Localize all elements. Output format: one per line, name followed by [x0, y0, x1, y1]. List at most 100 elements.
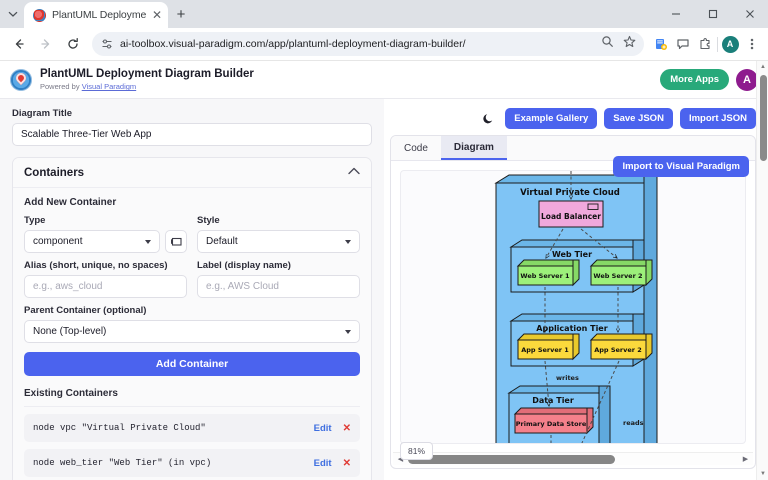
- delete-container-icon[interactable]: ✕: [342, 422, 351, 434]
- display-label: Label (display name): [197, 260, 291, 271]
- scroll-down-arrow-icon[interactable]: ▼: [760, 471, 766, 477]
- alias-label: Alias (short, unique, no spaces): [24, 260, 168, 271]
- svg-text:Primary Data Store: Primary Data Store: [516, 420, 587, 428]
- powered-by-text: Powered by: [40, 82, 82, 92]
- svg-text:Web Tier: Web Tier: [552, 250, 592, 259]
- page-scroll-thumb[interactable]: [759, 75, 767, 161]
- style-label: Style: [197, 215, 220, 226]
- container-list-item[interactable]: node web_tier "Web Tier" (in vpc) Edit ✕: [24, 449, 360, 477]
- visual-paradigm-link[interactable]: Visual Paradigm: [81, 82, 137, 92]
- svg-text:Application Tier: Application Tier: [536, 324, 607, 333]
- type-style-row: Type component Style Defaul: [24, 215, 360, 253]
- header-actions: More Apps A: [660, 68, 758, 91]
- close-icon[interactable]: ✕: [151, 8, 162, 22]
- edit-container-link[interactable]: Edit: [313, 422, 332, 434]
- chevron-up-icon[interactable]: [348, 167, 360, 178]
- extension-badge-icon[interactable]: [651, 32, 671, 56]
- page-scrollbar[interactable]: ▲ ▼: [756, 61, 768, 480]
- scroll-track[interactable]: [406, 454, 740, 464]
- svg-text:Virtual Private Cloud: Virtual Private Cloud: [520, 188, 620, 198]
- scroll-right-arrow-icon[interactable]: ▶: [742, 456, 749, 463]
- alias-label-row: Alias (short, unique, no spaces) e.g., a…: [24, 260, 360, 298]
- svg-text:Data Tier: Data Tier: [532, 396, 574, 405]
- comment-icon[interactable]: [673, 32, 693, 56]
- forward-icon: [33, 32, 58, 57]
- edit-container-link[interactable]: Edit: [313, 457, 332, 469]
- diagram-edges: [545, 171, 619, 443]
- node-primary-data-store: Primary Data Store: [513, 407, 594, 435]
- parent-container-select[interactable]: None (Top-level): [24, 320, 360, 343]
- type-select[interactable]: component: [24, 230, 160, 253]
- tab-search-icon[interactable]: [2, 1, 24, 27]
- container-list-item[interactable]: node vpc "Virtual Private Cloud" Edit ✕: [24, 414, 360, 442]
- left-form-panel: Diagram Title Scalable Three-Tier Web Ap…: [0, 99, 384, 480]
- site-settings-icon[interactable]: [101, 38, 113, 50]
- svg-text:App Server 2: App Server 2: [594, 346, 642, 354]
- edge-label-replication: replication: [557, 442, 597, 444]
- app-title: PlantUML Deployment Diagram Builder: [40, 67, 254, 80]
- omnibox-actions: [601, 35, 636, 53]
- profile-avatar[interactable]: A: [720, 32, 740, 56]
- right-preview-panel: Example Gallery Save JSON Import JSON Co…: [384, 99, 768, 480]
- bookmark-star-icon[interactable]: [623, 35, 636, 53]
- node-shape-icon[interactable]: [165, 230, 187, 253]
- browser-tab[interactable]: PlantUML Deployment Diagram ✕: [24, 2, 168, 28]
- puzzle-icon[interactable]: [695, 32, 715, 56]
- maximize-icon[interactable]: [694, 0, 731, 28]
- reload-icon[interactable]: [60, 32, 85, 57]
- containers-card-title: Containers: [24, 166, 85, 179]
- import-json-button[interactable]: Import JSON: [679, 107, 756, 129]
- address-bar[interactable]: ai-toolbox.visual-paradigm.com/app/plant…: [92, 32, 644, 56]
- menu-dots-icon[interactable]: [742, 32, 762, 56]
- example-gallery-button[interactable]: Example Gallery: [505, 107, 598, 129]
- toolbar-divider: [717, 36, 718, 52]
- zoom-level-badge[interactable]: 81%: [400, 442, 434, 460]
- diagram-horizontal-scrollbar[interactable]: ◀ ▶: [393, 452, 753, 465]
- browser-tab-strip: PlantUML Deployment Diagram ✕ +: [0, 0, 768, 28]
- diagram-title-label: Diagram Title: [12, 108, 73, 119]
- node-app-server-1: App Server 1: [516, 333, 580, 361]
- import-to-visual-paradigm-button[interactable]: Import to Visual Paradigm: [613, 156, 749, 177]
- diagram-title-input[interactable]: Scalable Three-Tier Web App: [12, 123, 372, 146]
- tab-favicon: [33, 8, 46, 22]
- edge-label-writes: writes: [556, 374, 579, 382]
- containers-card-body: Add New Container Type component: [13, 188, 371, 480]
- search-icon[interactable]: [601, 35, 614, 53]
- node-app-server-2: App Server 2: [589, 333, 653, 361]
- tab-code[interactable]: Code: [404, 142, 428, 154]
- main-columns: Diagram Title Scalable Three-Tier Web Ap…: [0, 99, 768, 480]
- style-select[interactable]: Default: [197, 230, 360, 253]
- save-json-button[interactable]: Save JSON: [604, 107, 673, 129]
- display-label-field: Label (display name) e.g., AWS Cloud: [197, 260, 360, 298]
- user-avatar[interactable]: A: [736, 68, 758, 91]
- svg-text:Web Server 2: Web Server 2: [593, 272, 642, 280]
- svg-text:Load Balancer: Load Balancer: [541, 212, 601, 221]
- more-apps-button[interactable]: More Apps: [660, 69, 729, 90]
- add-container-button[interactable]: Add Container: [24, 352, 360, 376]
- scroll-left-arrow-icon[interactable]: ◀: [397, 456, 404, 463]
- minimize-icon[interactable]: [657, 0, 694, 28]
- back-icon[interactable]: [6, 32, 31, 57]
- containers-card: Containers Add New Container Type compon…: [12, 157, 372, 480]
- moon-icon[interactable]: [482, 112, 495, 125]
- alias-field: Alias (short, unique, no spaces) e.g., a…: [24, 260, 187, 298]
- display-label-input[interactable]: e.g., AWS Cloud: [197, 275, 360, 298]
- scroll-up-arrow-icon[interactable]: ▲: [760, 64, 766, 70]
- preview-panel: Code Diagram Import to Visual Paradigm: [390, 135, 756, 469]
- window-controls: [657, 0, 768, 28]
- divider: [24, 406, 360, 407]
- new-tab-button[interactable]: +: [176, 5, 186, 23]
- containers-card-header[interactable]: Containers: [13, 158, 371, 188]
- svg-text:App Server 1: App Server 1: [521, 346, 569, 354]
- preview-toolbar: Example Gallery Save JSON Import JSON: [390, 106, 756, 130]
- window-close-icon[interactable]: [731, 0, 768, 28]
- container-code: node web_tier "Web Tier" (in vpc): [33, 458, 212, 468]
- scroll-thumb[interactable]: [408, 454, 616, 464]
- delete-container-icon[interactable]: ✕: [342, 457, 351, 469]
- alias-input[interactable]: e.g., aws_cloud: [24, 275, 187, 298]
- parent-container-label: Parent Container (optional): [24, 305, 147, 316]
- diagram-canvas[interactable]: Virtual Private Cloud Load Balancer: [400, 170, 746, 444]
- deployment-diagram-svg: Virtual Private Cloud Load Balancer: [494, 171, 658, 444]
- spacer-2: [24, 298, 360, 305]
- tab-diagram[interactable]: Diagram: [440, 136, 507, 160]
